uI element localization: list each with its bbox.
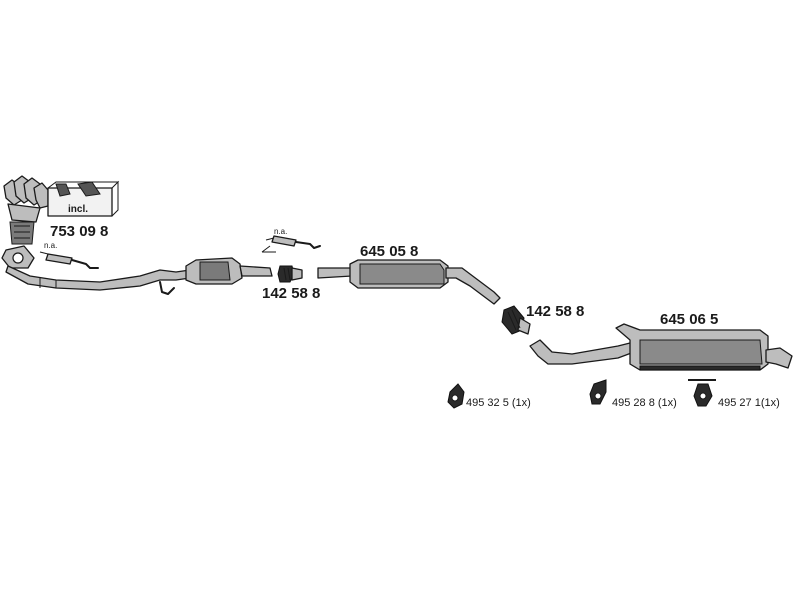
lambda-sensor-icon-2[interactable] xyxy=(261,235,321,253)
mount-1-part-number: 495 32 5 (1x) xyxy=(466,397,531,409)
rubber-mount-icon[interactable] xyxy=(447,383,465,409)
exhaust-manifold-catalyst-icon[interactable] xyxy=(1,175,49,269)
pipe-clamp-icon-2[interactable] xyxy=(501,305,531,335)
middle-silencer-part-number: 645 05 8 xyxy=(360,243,418,260)
gasket-kit-label: incl. xyxy=(68,204,88,215)
sensor-na-label-1: n.a. xyxy=(44,241,57,250)
lambda-sensor-icon[interactable] xyxy=(39,251,99,269)
gasket-kit-box-icon[interactable]: incl. xyxy=(47,180,120,217)
mount-3-part-number: 495 27 1(1x) xyxy=(718,397,780,409)
front-pipe[interactable] xyxy=(5,265,191,295)
clamp-rear-part-number: 142 58 8 xyxy=(526,303,584,320)
catalytic-converter-icon[interactable] xyxy=(185,257,273,285)
pipe-clamp-icon[interactable] xyxy=(277,265,303,283)
middle-silencer-icon[interactable] xyxy=(317,259,501,305)
rubber-mount-icon-2[interactable] xyxy=(589,379,607,405)
rear-silencer-icon[interactable] xyxy=(529,323,793,371)
manifold-part-number: 753 09 8 xyxy=(50,223,108,240)
mount-2-part-number: 495 28 8 (1x) xyxy=(612,397,677,409)
rear-silencer-part-number: 645 06 5 xyxy=(660,311,718,328)
sensor-na-label-2: n.a. xyxy=(274,227,287,236)
clamp-front-part-number: 142 58 8 xyxy=(262,285,320,302)
rubber-mount-icon-3[interactable] xyxy=(688,379,716,407)
